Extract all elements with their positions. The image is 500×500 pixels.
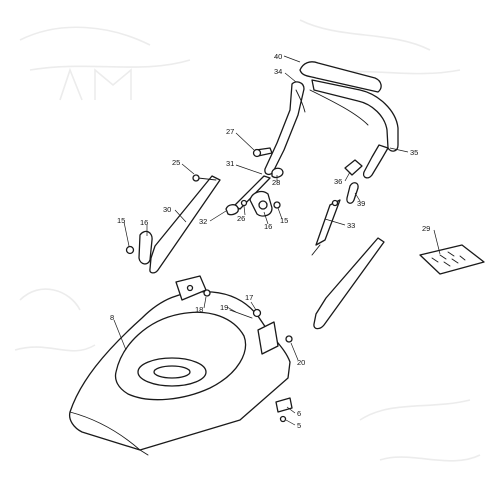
lower-bar-30 [149, 175, 221, 274]
washer-20 [285, 335, 293, 343]
bag-contents [431, 251, 466, 267]
parts-bag-29 [419, 244, 485, 275]
callout-16-left: 16 [140, 218, 148, 227]
upper-handle-left-tube [264, 81, 305, 176]
cable-clamp-36 [344, 159, 363, 176]
callout-32: 32 [199, 217, 207, 226]
upper-handle-right-lower [362, 144, 389, 179]
callout-27: 27 [226, 127, 234, 136]
cable-nut [331, 199, 339, 207]
knob-16-left [138, 230, 153, 265]
cable-lever [311, 159, 363, 256]
leader-lines [113, 55, 441, 426]
callout-15-right: 15 [280, 216, 288, 225]
cable-run [309, 89, 369, 126]
callout-20: 20 [297, 358, 305, 367]
upper-handle [264, 61, 399, 179]
callout-8: 8 [110, 313, 114, 322]
callout-25: 25 [172, 158, 180, 167]
knob-16-right-center [258, 200, 268, 210]
bolt-19 [229, 309, 253, 319]
callout-36: 36 [334, 177, 342, 186]
washer-15-right [273, 201, 281, 209]
nut-28 [271, 167, 284, 179]
washer-18 [203, 289, 211, 297]
callout-17: 17 [245, 293, 253, 302]
cable-clip-39 [346, 182, 359, 204]
mower-deck-8 [68, 275, 293, 456]
washer-15-left [125, 245, 135, 255]
spacer-32 [225, 204, 239, 216]
clip-6 [275, 397, 293, 413]
callout-33: 33 [347, 221, 355, 230]
callout-31: 31 [226, 159, 234, 168]
callout-15-left: 15 [117, 216, 125, 225]
callout-16-right: 16 [264, 222, 272, 231]
lower-bar-right [313, 237, 385, 330]
callout-35: 35 [410, 148, 418, 157]
bolt-27-head [252, 148, 262, 158]
callout-26: 26 [237, 214, 245, 223]
bolt-25-head [192, 174, 200, 182]
upper-handle-right-tube [311, 79, 399, 152]
deck-rear-edge [69, 411, 149, 456]
callout-39: 39 [357, 199, 365, 208]
deck-bracket-right [257, 321, 279, 355]
bolt-25-shaft [197, 177, 217, 181]
callout-34: 34 [274, 67, 282, 76]
callout-29: 29 [422, 224, 430, 233]
lower-bar-right-part [313, 237, 385, 330]
handle-grip-part [299, 61, 382, 93]
lower-bar-left-30 [125, 174, 221, 274]
cable-34 [295, 89, 306, 113]
callout-18: 18 [195, 305, 203, 314]
knob-right [240, 190, 281, 217]
callout-19: 19 [220, 303, 228, 312]
washer-26 [240, 199, 248, 207]
nut-17 [252, 308, 262, 318]
callout-40: 40 [274, 52, 282, 61]
deck-bracket-hole [186, 284, 194, 292]
callout-5: 5 [297, 421, 301, 430]
callout-labels: 40 34 35 27 25 31 28 36 39 30 32 26 15 1… [110, 52, 430, 430]
cable-end [311, 244, 321, 256]
callout-6: 6 [297, 409, 301, 418]
callout-30: 30 [163, 205, 171, 214]
motor-center [153, 365, 191, 379]
screw-5 [279, 415, 287, 423]
callout-28: 28 [272, 178, 280, 187]
